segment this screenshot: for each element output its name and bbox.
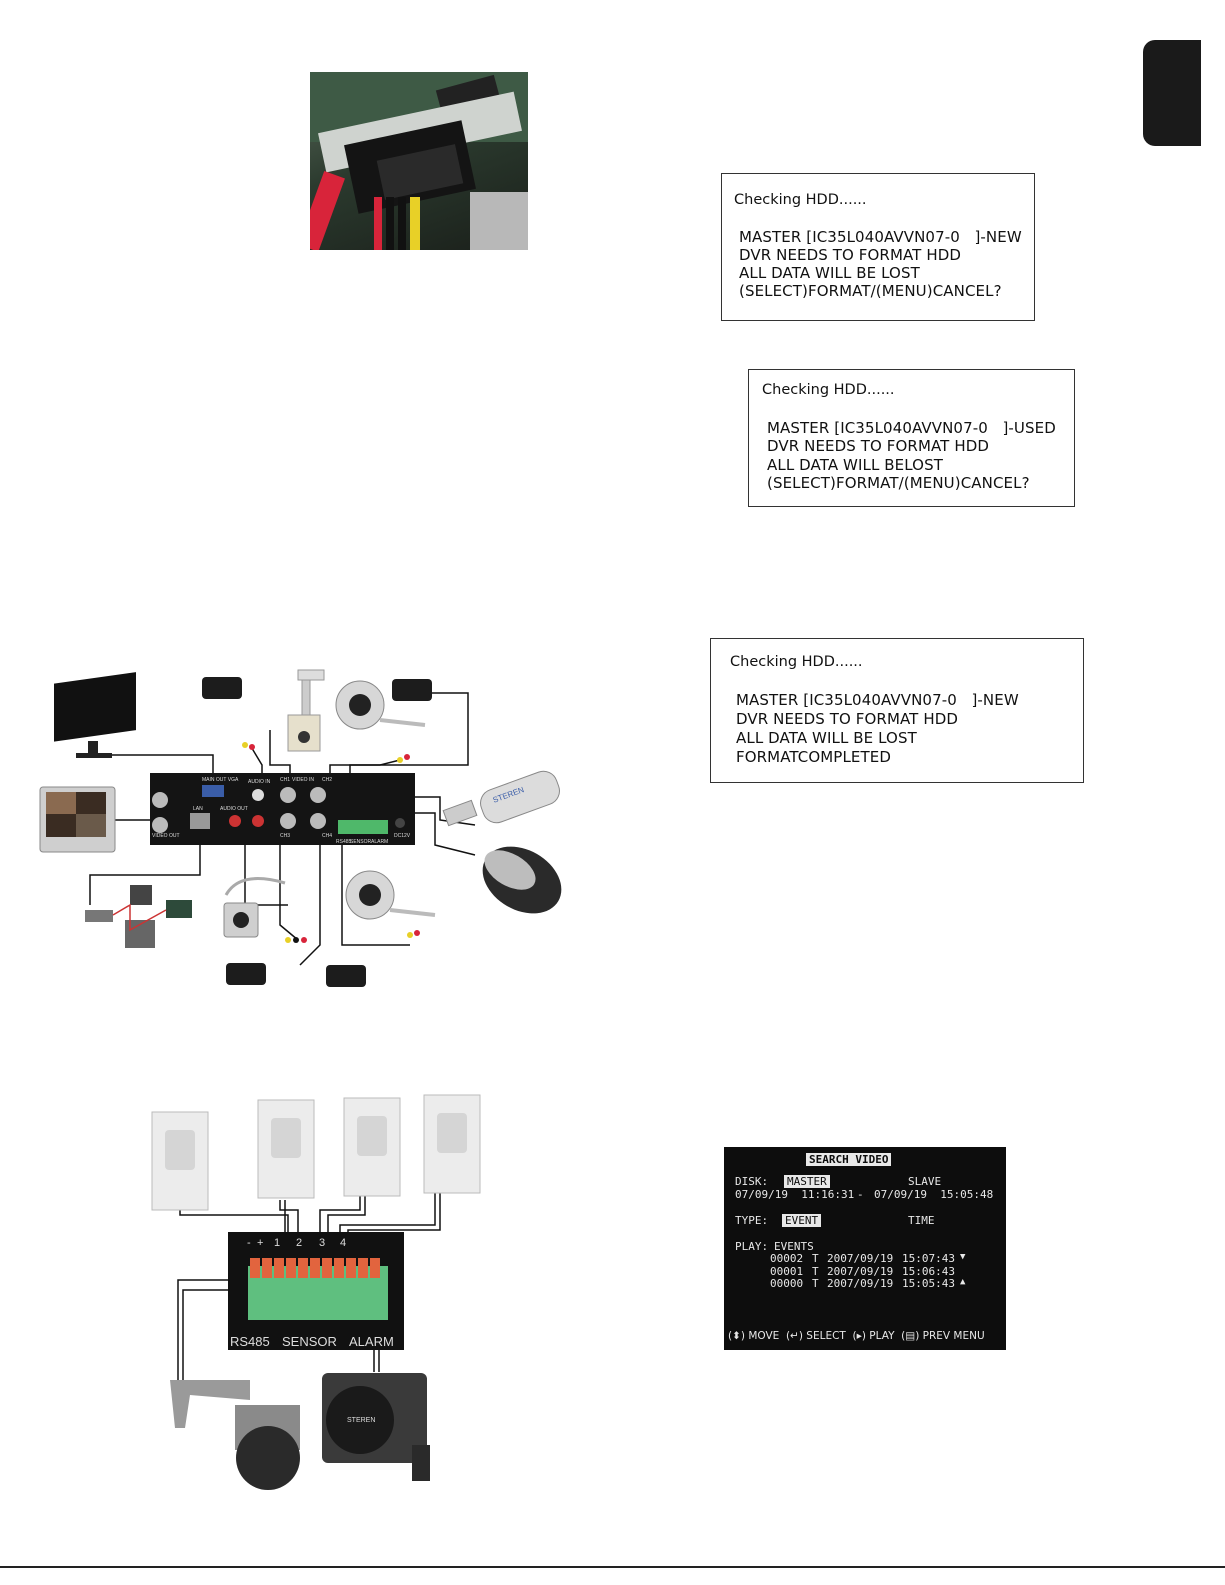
mouse-icon <box>482 846 562 914</box>
range-start: 07/09/19 11:16:31 <box>735 1188 855 1201</box>
siren-brand-label: STEREN <box>347 1417 375 1424</box>
rca-connector-icon <box>242 742 420 943</box>
sensor-alarm-diagram: - + 1 2 3 4 RS485 SENSOR ALARM STEREN <box>150 1090 490 1490</box>
event-time: 15:07:43 <box>902 1252 955 1265</box>
type-label: TYPE: <box>735 1214 769 1227</box>
crt-tv-icon <box>39 786 116 853</box>
type-value[interactable]: EVENT <box>782 1214 822 1227</box>
search-video-header: SEARCH VIDEO <box>806 1153 892 1166</box>
usb-stick-icon <box>442 770 560 827</box>
hdd-format-line: DVR NEEDS TO FORMAT HDD <box>739 246 961 264</box>
mini-camera-icon <box>223 877 286 938</box>
event-date: 2007/09/19 <box>827 1265 894 1278</box>
slave-label: SLAVE <box>908 1175 942 1188</box>
disk-label: DISK: <box>735 1175 769 1188</box>
scroll-up-icon[interactable]: ▲ <box>960 1277 966 1287</box>
disk-value[interactable]: MASTER <box>784 1175 830 1188</box>
ch2-label: CH2 <box>322 777 332 783</box>
terminal-1-label: 1 <box>274 1237 280 1249</box>
hdd-master-line: MASTER [IC35L040AVVN07-0 ]-USED <box>767 419 1056 437</box>
range-end: 07/09/19 15:05:48 <box>874 1188 994 1201</box>
range-separator: - <box>857 1188 864 1201</box>
siren-icon <box>322 1373 430 1481</box>
section-tab <box>1143 40 1201 146</box>
event-time: 15:06:43 <box>902 1265 955 1278</box>
dc12v-label: DC12V <box>394 833 411 839</box>
alarm-label: ALARM <box>371 839 388 845</box>
video-in-label: VIDEO IN <box>292 777 314 783</box>
hdd-master-line: MASTER [IC35L040AVVN07-0 ]-NEW <box>739 228 1022 246</box>
video-out-label: VIDEO OUT <box>152 833 180 839</box>
event-flag: T <box>812 1277 819 1290</box>
network-computers-icon <box>85 885 192 948</box>
event-date: 2007/09/19 <box>827 1252 894 1265</box>
hdd-check-box-complete: Checking HDD...... MASTER [IC35L040AVVN0… <box>710 638 1084 783</box>
ch3-label: CH3 <box>280 833 290 839</box>
hdd-check-box-used: Checking HDD...... MASTER [IC35L040AVVN0… <box>748 369 1075 507</box>
hdd-data-lost-line: ALL DATA WILL BE LOST <box>739 264 920 282</box>
ch4-label: CH4 <box>322 833 332 839</box>
hdd-format-line: DVR NEEDS TO FORMAT HDD <box>767 437 989 455</box>
event-id: 00002 <box>770 1252 804 1265</box>
dvr-back-panel <box>150 773 415 845</box>
terminal-block <box>228 1232 404 1350</box>
hdd-master-line: MASTER [IC35L040AVVN07-0 ]-NEW <box>736 691 1019 709</box>
audio-in-label: AUDIO IN <box>248 779 271 785</box>
sensor-label: SENSOR <box>350 839 372 845</box>
time-label: TIME <box>908 1214 935 1227</box>
lan-label: LAN <box>193 806 203 812</box>
event-flag: T <box>812 1252 819 1265</box>
search-video-footer-help: (⬍) MOVE (↵) SELECT (▸) PLAY (▤) PREV ME… <box>728 1330 985 1342</box>
alarm-label: ALARM <box>349 1334 394 1349</box>
hdd-data-lost-line: ALL DATA WILL BELOST <box>767 456 943 474</box>
hdd-prompt-line: (SELECT)FORMAT/(MENU)CANCEL? <box>739 282 1002 300</box>
events-label: EVENTS <box>774 1240 814 1253</box>
event-time: 15:05:43 <box>902 1277 955 1290</box>
search-video-screen: SEARCH VIDEO DISK: MASTER SLAVE 07/09/19… <box>724 1147 1006 1350</box>
play-label: PLAY: <box>735 1240 769 1253</box>
terminal-plus-label: + <box>257 1237 263 1249</box>
hdd-prompt-line: (SELECT)FORMAT/(MENU)CANCEL? <box>767 474 1030 492</box>
ch1-label: CH1 <box>280 777 290 783</box>
event-date: 2007/09/19 <box>827 1277 894 1290</box>
hdd-format-line: DVR NEEDS TO FORMAT HDD <box>736 710 958 728</box>
rs485-label: RS485 <box>230 1334 270 1349</box>
hdd-check-title: Checking HDD...... <box>762 382 895 398</box>
rs485-label: RS485 <box>336 839 352 845</box>
dvr-connection-diagram: MAIN OUT VGA AUDIO IN VIDEO IN CH1 CH2 C… <box>30 665 570 1000</box>
event-id: 00000 <box>770 1277 804 1290</box>
power-adapter-icon <box>202 677 432 987</box>
terminal-3-label: 3 <box>319 1237 325 1249</box>
audio-out-label: AUDIO OUT <box>220 806 248 812</box>
pir-sensor-icon <box>151 1094 481 1211</box>
hdd-check-title: Checking HDD...... <box>730 654 863 670</box>
event-flag: T <box>812 1265 819 1278</box>
hdd-format-completed-line: FORMATCOMPLETED <box>736 748 891 766</box>
terminal-minus-label: - <box>247 1237 251 1249</box>
ptz-camera-icon <box>170 1380 300 1490</box>
terminal-4-label: 4 <box>340 1237 346 1249</box>
hdd-data-lost-line: ALL DATA WILL BE LOST <box>736 729 917 747</box>
bullet-camera-icon <box>335 680 436 920</box>
page-bottom-rule <box>0 1566 1225 1568</box>
bracket-camera-icon <box>287 669 325 752</box>
terminal-2-label: 2 <box>296 1237 302 1249</box>
event-id: 00001 <box>770 1265 804 1278</box>
hdd-check-box-new: Checking HDD...... MASTER [IC35L040AVVN0… <box>721 173 1035 321</box>
lcd-monitor-icon <box>54 672 136 758</box>
main-out-vga-label: MAIN OUT VGA <box>202 777 239 783</box>
hdd-connector-photo <box>310 72 528 250</box>
scroll-down-icon[interactable]: ▼ <box>960 1252 966 1262</box>
sensor-label: SENSOR <box>282 1334 337 1349</box>
hdd-check-title: Checking HDD...... <box>734 192 867 208</box>
